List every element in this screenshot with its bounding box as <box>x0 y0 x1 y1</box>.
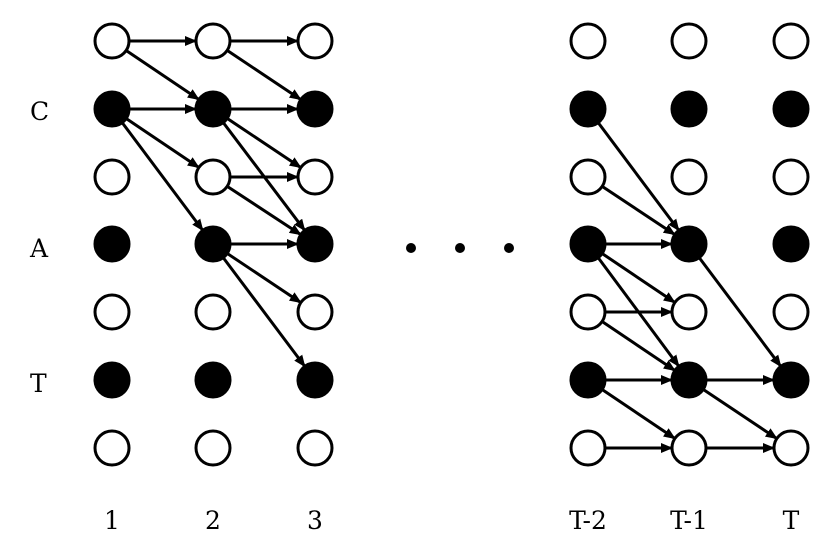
empty-node-col-t-1-row-4 <box>670 293 708 331</box>
transition-arrow <box>226 185 302 236</box>
transition-arrow <box>698 256 782 368</box>
empty-node-col-1-row-2 <box>93 158 131 196</box>
filled-node-col-t-2-row-1 <box>569 90 607 128</box>
ellipsis-dot <box>504 243 514 253</box>
empty-node-col-2-row-4 <box>194 293 232 331</box>
empty-node-col-t-1-row-6 <box>670 429 708 467</box>
empty-node-col-1-row-4 <box>93 293 131 331</box>
filled-node-col-t-2-row-5 <box>569 361 607 399</box>
filled-node-col-2-row-1 <box>194 90 232 128</box>
filled-node-col-t-1-row-1 <box>670 90 708 128</box>
empty-node-col-3-row-2 <box>296 158 334 196</box>
empty-node-col-t-row-6 <box>772 429 810 467</box>
transition-arrow <box>120 121 205 232</box>
edges-layer <box>120 36 782 453</box>
filled-node-col-1-row-1 <box>93 90 131 128</box>
column-label-2: 2 <box>205 506 221 535</box>
ellipsis-dot <box>406 243 416 253</box>
empty-node-col-t-1-row-0 <box>670 22 708 60</box>
filled-node-col-3-row-5 <box>296 361 334 399</box>
filled-node-col-t-1-row-5 <box>670 361 708 399</box>
transition-arrow <box>226 49 302 101</box>
transition-arrow <box>125 117 200 169</box>
empty-node-col-t-row-4 <box>772 293 810 331</box>
column-label-t-1: T-1 <box>670 506 708 535</box>
transition-arrow <box>702 388 778 440</box>
row-label-t: T <box>30 369 47 398</box>
empty-node-col-2-row-6 <box>194 429 232 467</box>
empty-node-col-3-row-6 <box>296 429 334 467</box>
filled-node-col-2-row-3 <box>194 225 232 263</box>
row-label-a: A <box>30 234 49 263</box>
empty-node-col-3-row-0 <box>296 22 334 60</box>
row-label-c: C <box>30 97 50 126</box>
column-label-3: 3 <box>307 506 323 535</box>
transition-arrow <box>601 185 676 236</box>
filled-node-col-t-row-3 <box>772 225 810 263</box>
transition-arrow <box>601 252 676 304</box>
transition-arrow <box>125 49 200 101</box>
column-label-t-2: T-2 <box>569 506 607 535</box>
filled-node-col-t-1-row-3 <box>670 225 708 263</box>
filled-node-col-3-row-1 <box>296 90 334 128</box>
transition-arrow <box>226 252 302 304</box>
column-label-1: 1 <box>104 506 120 535</box>
empty-node-col-t-2-row-2 <box>569 158 607 196</box>
empty-node-col-t-row-0 <box>772 22 810 60</box>
transition-arrow <box>601 320 676 372</box>
empty-node-col-t-1-row-2 <box>670 158 708 196</box>
nodes-layer <box>93 22 810 467</box>
filled-node-col-t-2-row-3 <box>569 225 607 263</box>
empty-node-col-2-row-0 <box>194 22 232 60</box>
empty-node-col-t-2-row-4 <box>569 293 607 331</box>
transition-arrow <box>221 256 306 368</box>
empty-node-col-t-2-row-6 <box>569 429 607 467</box>
transition-arrow <box>601 388 676 440</box>
filled-node-col-3-row-3 <box>296 225 334 263</box>
filled-node-col-1-row-3 <box>93 225 131 263</box>
filled-node-col-2-row-5 <box>194 361 232 399</box>
filled-node-col-1-row-5 <box>93 361 131 399</box>
empty-node-col-1-row-6 <box>93 429 131 467</box>
empty-node-col-2-row-2 <box>194 158 232 196</box>
filled-node-col-t-row-5 <box>772 361 810 399</box>
ellipsis <box>406 243 514 253</box>
filled-node-col-t-row-1 <box>772 90 810 128</box>
empty-node-col-3-row-4 <box>296 293 334 331</box>
empty-node-col-t-2-row-0 <box>569 22 607 60</box>
ellipsis-dot <box>455 243 465 253</box>
empty-node-col-1-row-0 <box>93 22 131 60</box>
transition-arrow <box>226 117 302 169</box>
empty-node-col-t-row-2 <box>772 158 810 196</box>
column-label-t: T <box>782 506 800 535</box>
transition-arrow <box>596 121 681 232</box>
